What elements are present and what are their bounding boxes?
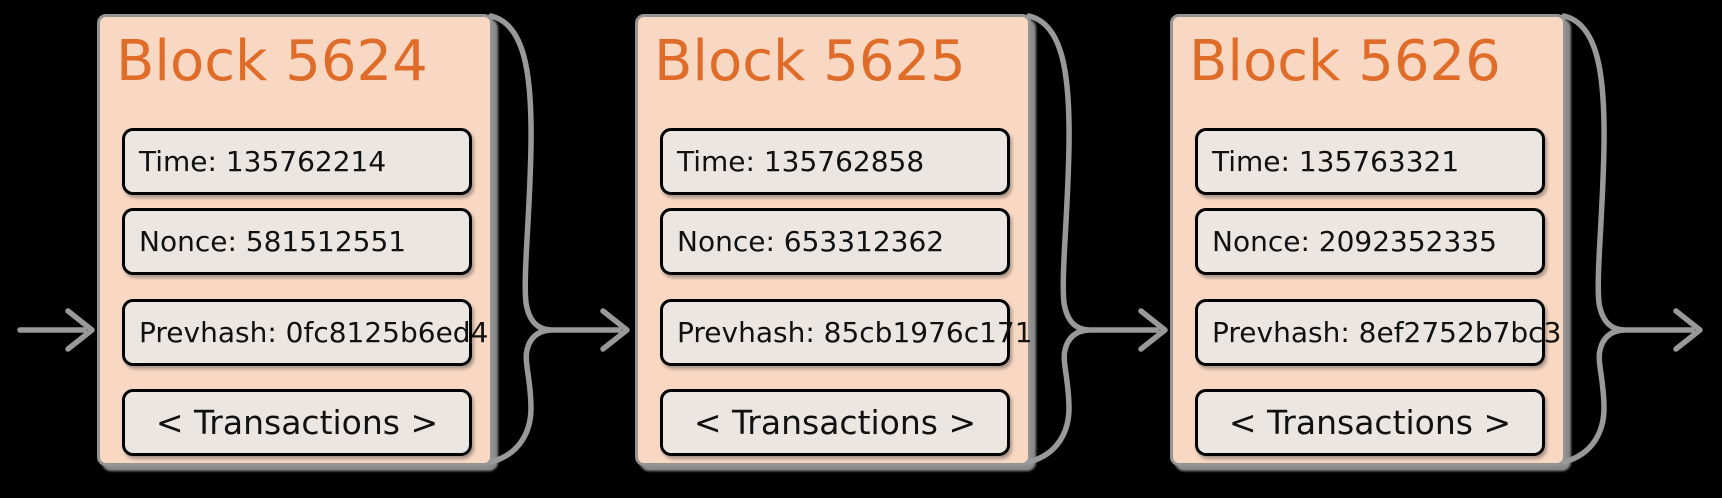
transactions-button[interactable]: < Transactions >	[1195, 389, 1545, 456]
prevhash-field: Prevhash: 0fc8125b6ed4	[122, 299, 488, 366]
hash-link-arrow-5624-to-5625	[488, 13, 630, 465]
nonce-field: Nonce: 653312362	[660, 208, 1010, 275]
block-title: Block 5625	[654, 29, 966, 94]
block-title: Block 5624	[116, 29, 428, 94]
block-card-5626: Block 5626 Time: 135763321 Nonce: 209235…	[1170, 14, 1566, 466]
block-title: Block 5626	[1189, 29, 1501, 94]
hash-link-arrow-5625-to-5626	[1026, 13, 1168, 465]
block-card-5624: Block 5624 Time: 135762214 Nonce: 581512…	[97, 14, 493, 466]
block-card-5625: Block 5625 Time: 135762858 Nonce: 653312…	[635, 14, 1033, 466]
transactions-button[interactable]: < Transactions >	[122, 389, 472, 456]
transactions-button[interactable]: < Transactions >	[660, 389, 1010, 456]
outgoing-arrow-icon	[1561, 13, 1703, 465]
prevhash-field: Prevhash: 8ef2752b7bc3	[1195, 299, 1561, 366]
time-field: Time: 135762214	[122, 128, 472, 195]
nonce-field: Nonce: 581512551	[122, 208, 472, 275]
time-field: Time: 135762858	[660, 128, 1010, 195]
incoming-arrow-icon	[17, 308, 95, 352]
prevhash-field: Prevhash: 85cb1976c171	[660, 299, 1033, 366]
time-field: Time: 135763321	[1195, 128, 1545, 195]
nonce-field: Nonce: 2092352335	[1195, 208, 1545, 275]
